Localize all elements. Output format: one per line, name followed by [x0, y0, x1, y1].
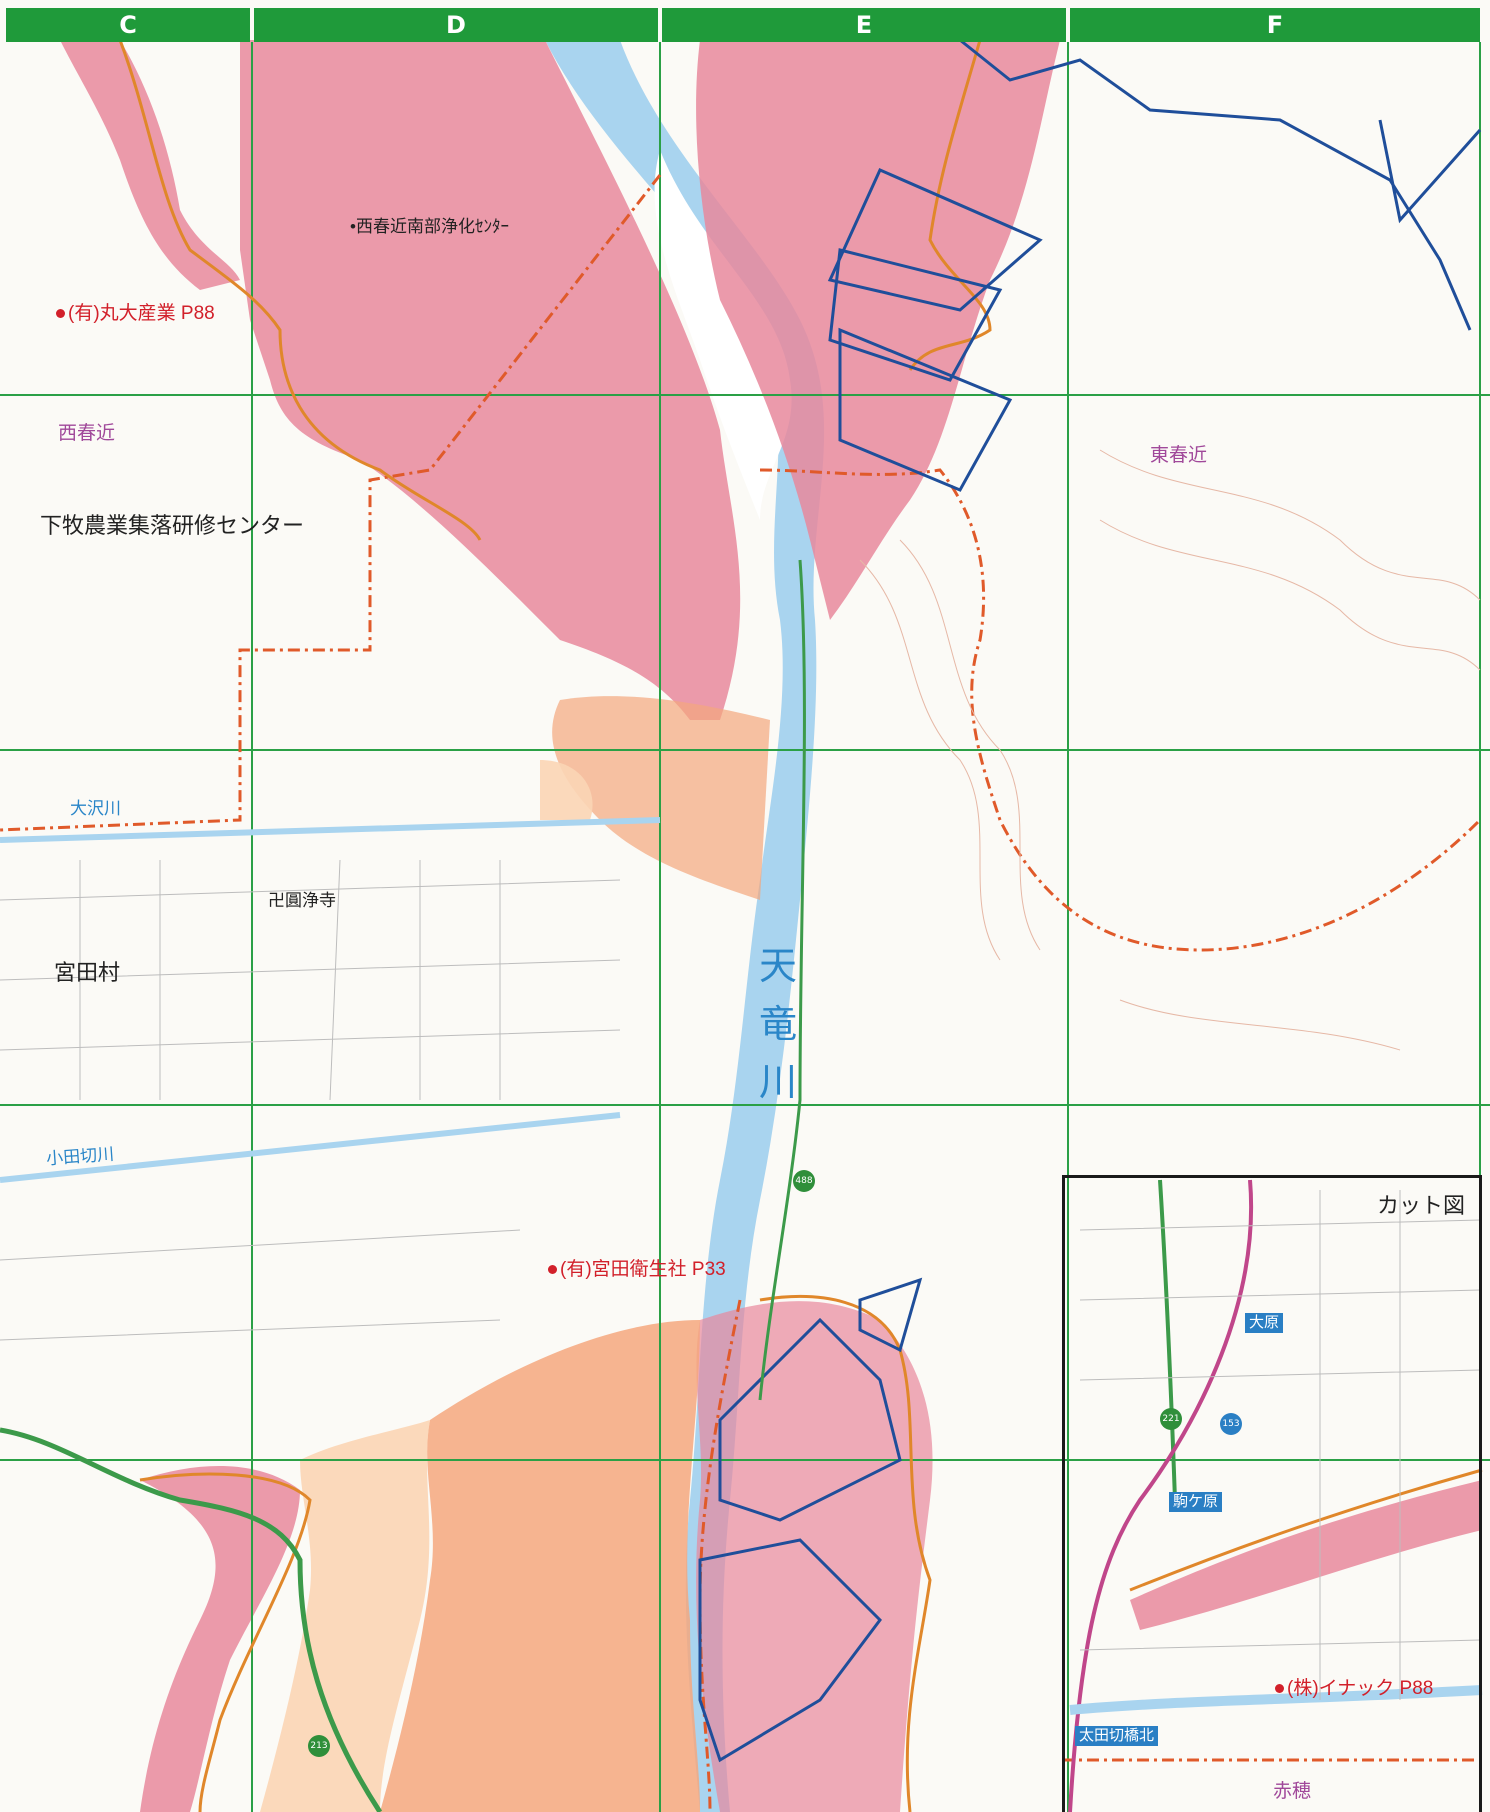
station-ohara: 大原	[1245, 1313, 1284, 1333]
temple-label: 圓浄寺	[285, 891, 336, 910]
roads	[0, 559, 1483, 1812]
column-header-e: E	[662, 8, 1066, 42]
flood-zone-inset-deep	[1130, 1480, 1482, 1630]
flood-zone-northeast-deep	[696, 40, 1060, 620]
flood-zone-south-mid	[380, 1320, 700, 1812]
district-label-nishiharuchika: 西春近	[58, 423, 116, 444]
facility-marker	[548, 1265, 557, 1275]
flood-zone-southwest-deep	[140, 1466, 300, 1812]
route-153-badge: 153	[1220, 1413, 1242, 1435]
facility-label: (有)宮田衛生社 P33	[560, 1259, 726, 1280]
district-label-higashiharuchika: 東春近	[1150, 445, 1208, 466]
river-label-odagiri: 小田切川	[45, 1144, 115, 1169]
flood-zone-central-mid	[552, 696, 770, 900]
route-213-badge: 213	[308, 1735, 330, 1757]
column-header-f: F	[1070, 8, 1480, 42]
column-header-c: C	[6, 8, 250, 42]
station-komagahara: 駒ケ原	[1169, 1492, 1223, 1512]
facility-maru-daisangyo: (有)丸大産業 P88	[56, 298, 215, 325]
inset-title: カット図	[1376, 1193, 1465, 1218]
facility-label: 西春近南部浄化ｾﾝﾀｰ	[355, 217, 509, 236]
street-grid-hints	[0, 859, 1481, 1700]
river-bar	[654, 150, 792, 520]
station-otagiri-kyohoku: 太田切橋北	[1075, 1726, 1159, 1746]
facility-miyata-eisei: (有)宮田衛生社 P33	[548, 1254, 726, 1281]
flood-zone-northwest-deep	[60, 40, 240, 290]
sediment-outlines	[118, 39, 1483, 1812]
flood-zone-central-light	[540, 760, 593, 820]
facility-shimomaki-center: 下牧農業集落研修センター	[40, 513, 305, 538]
route-488-badge: 488	[793, 1170, 815, 1192]
facility-marker: •	[350, 217, 356, 236]
flood-zone-south-light	[260, 1420, 430, 1812]
flood-zone-southeast-deep	[696, 1301, 933, 1812]
facility-inakku: (株)イナック P88	[1275, 1673, 1433, 1700]
inset-map: カット図 大原 駒ケ原 太田切橋北 221 153 (株)イナック P88 赤穂	[1062, 1175, 1482, 1812]
route-221-badge: 221	[1160, 1408, 1182, 1430]
river-label-osawa: 大沢川	[70, 799, 121, 818]
facility-marker	[1275, 1684, 1284, 1694]
district-label-akaho: 赤穂	[1273, 1781, 1312, 1802]
contour-lines	[859, 449, 1481, 1051]
temple-enjoji: 卍圓浄寺	[268, 886, 336, 911]
tenryu-river-channel	[545, 40, 825, 1812]
facility-label: (有)丸大産業 P88	[68, 303, 215, 324]
landslide-outlines	[698, 38, 1482, 1763]
facility-marker	[56, 309, 65, 319]
facility-label: (株)イナック P88	[1287, 1678, 1434, 1699]
flood-zone-west-deep	[240, 40, 741, 720]
column-header-d: D	[254, 8, 658, 42]
river-label-tenryu: 天竜川	[758, 946, 797, 1104]
facility-nishiharuchika-plant: •西春近南部浄化ｾﾝﾀｰ	[350, 212, 509, 237]
village-label-miyata: 宮田村	[54, 960, 121, 985]
temple-icon: 卍	[268, 891, 285, 910]
